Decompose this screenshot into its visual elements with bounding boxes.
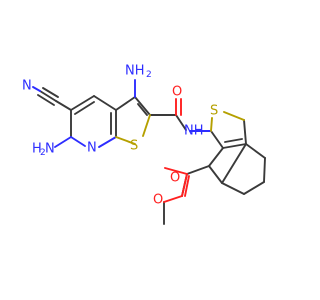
bond	[163, 195, 183, 203]
bond	[208, 165, 223, 184]
amino-h-label: H	[32, 142, 42, 157]
pyridine-nitrogen-label: N	[87, 141, 97, 156]
heteroatom-bonds	[54, 79, 245, 203]
bond	[32, 86, 41, 92]
bond	[245, 143, 266, 159]
bond	[115, 96, 136, 111]
bond	[37, 94, 55, 106]
bond	[70, 136, 86, 147]
amino-h-subscript-label: 2	[40, 148, 46, 158]
bond	[74, 101, 95, 115]
bond	[98, 136, 117, 148]
bond	[243, 119, 247, 145]
bond	[263, 157, 266, 183]
bond	[221, 143, 247, 184]
amino-n-label: N	[45, 142, 55, 157]
molecule-canvas: N NH 2 NH N S S H 2 N O O O	[22, 63, 266, 225]
bond	[164, 167, 188, 175]
amino-subscript-label: 2	[146, 70, 152, 80]
bond	[184, 175, 190, 197]
ester-carbonyl-oxygen-label: O	[170, 171, 180, 186]
bond	[42, 87, 59, 98]
right-sulfur-label: S	[210, 104, 218, 119]
bond	[222, 143, 247, 149]
bond	[223, 111, 245, 121]
bond	[54, 136, 72, 148]
amino-nh-label: NH	[125, 64, 145, 79]
nitrile-bond	[32, 86, 59, 106]
bond	[175, 114, 187, 131]
bond	[186, 165, 210, 175]
carbonyl-oxygen-label: O	[172, 85, 182, 100]
bond	[208, 147, 224, 167]
bond	[210, 130, 224, 149]
atom-labels: N NH 2 NH N S S H 2 N O O O	[22, 64, 218, 208]
left-sulfur-label: S	[130, 139, 138, 154]
bond	[210, 117, 213, 132]
bond	[243, 181, 265, 195]
bond	[55, 100, 72, 111]
bond	[221, 182, 245, 195]
molecule-structure-diagram: N NH 2 NH N S S H 2 N O O O	[22, 64, 266, 225]
bond	[39, 90, 57, 102]
bond	[137, 103, 148, 116]
nitrile-nitrogen-label: N	[22, 79, 32, 94]
bond	[224, 138, 243, 143]
bond	[134, 96, 151, 116]
bond	[115, 136, 136, 145]
bond	[181, 173, 188, 197]
ester-oxygen-label: O	[153, 193, 163, 208]
bond	[93, 95, 117, 111]
bond	[142, 114, 151, 137]
bond	[70, 95, 95, 111]
amide-nh-label: NH	[184, 124, 204, 139]
